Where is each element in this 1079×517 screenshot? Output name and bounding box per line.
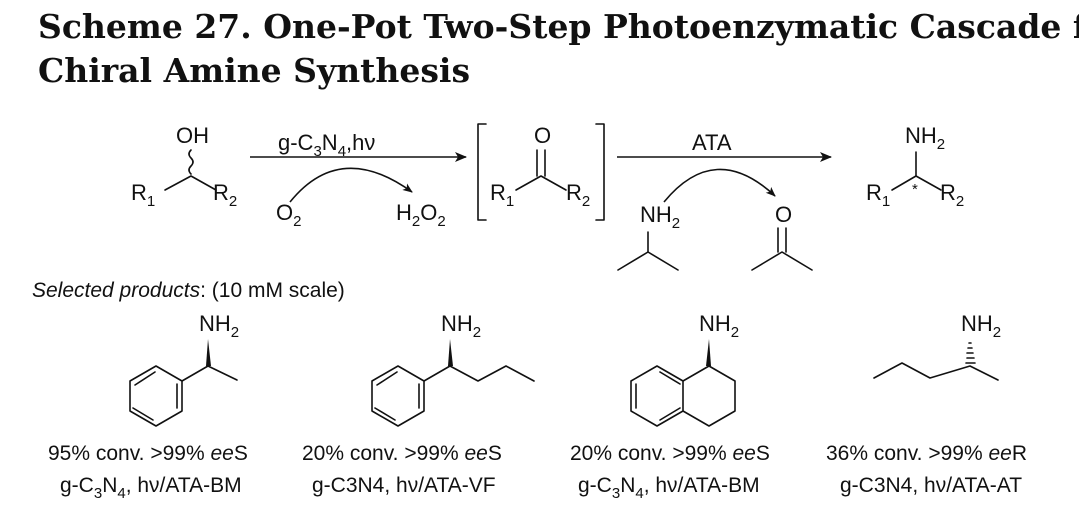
p1-conditions: g-C3N4, hν/ATA-BM: [60, 474, 242, 502]
chiral-amine-product: NH2 * R1 R2: [866, 123, 964, 210]
p2-benzene-ring: [371, 365, 425, 427]
caption-product-3: 20% conv. >99% eeS g-C3N4, hν/ATA-BM: [570, 442, 770, 502]
p2-wedge-bond: [448, 339, 453, 366]
p3-ring-db2: [659, 371, 681, 385]
p1-wedge-bond: [206, 339, 211, 366]
p3-ring-db3: [659, 407, 681, 421]
o2-label: O2: [276, 200, 301, 230]
product-1-structure: NH2: [129, 311, 239, 427]
step2-curved-arrow: [663, 168, 776, 203]
p1-ring-db2: [132, 407, 154, 421]
p1-methyl-bond: [207, 365, 238, 381]
caption-product-2: 20% conv. >99% eeS g-C3N4, hν/ATA-VF: [302, 442, 502, 497]
p3-wedge-bond: [706, 339, 711, 366]
amine-donor-nh2: NH2: [640, 202, 680, 232]
ketone-intermediate: O R1 R2: [477, 123, 605, 221]
p4-carbon-chain: [873, 362, 999, 381]
right-bracket: [595, 123, 605, 221]
p2-propyl-chain: [449, 365, 535, 382]
ketone-backbone: [515, 175, 567, 191]
ketone-r2-label: R2: [566, 180, 590, 210]
p2-nh2: NH2: [441, 311, 481, 341]
oh-label: OH: [176, 123, 209, 148]
product-nh2-label: NH2: [905, 123, 945, 153]
product-2-structure: NH2: [371, 311, 535, 427]
products-header: Selected products: (10 mM scale): [32, 279, 345, 302]
p1-nh2: NH2: [199, 311, 239, 341]
product-3-structure: NH2: [630, 311, 739, 427]
p4-conditions: g-C3N4, hν/ATA-AT: [840, 474, 1022, 497]
p3-result: 20% conv. >99% eeS: [570, 442, 770, 465]
scheme-title-line1: Scheme 27. One-Pot Two-Step Photoenzymat…: [38, 7, 1079, 46]
acetone-o-label: O: [775, 202, 792, 227]
ketone-r1-label: R1: [490, 180, 514, 210]
product-4-structure: NH2: [873, 311, 1001, 381]
ketone-o-label: O: [534, 123, 551, 148]
step1-reagent: g-C3N4,hν: [278, 130, 375, 160]
p2-conditions: g-C3N4, hν/ATA-VF: [312, 474, 496, 497]
wavy-bond: [188, 149, 194, 175]
product-r1-label: R1: [866, 180, 890, 210]
p3-conditions: g-C3N4, hν/ATA-BM: [578, 474, 760, 502]
p1-result: 95% conv. >99% eeS: [48, 442, 248, 465]
isopropyl-backbone: [617, 251, 679, 271]
p4-hashed-bond: [965, 342, 976, 364]
r2-label: R2: [213, 180, 237, 210]
product-r2-label: R2: [940, 180, 964, 210]
p4-result: 36% conv. >99% eeR: [826, 442, 1027, 465]
alcohol-backbone: [164, 175, 217, 191]
p1-benzene-ring: [129, 365, 183, 427]
step1-arrow: g-C3N4,hν O2 H2O2: [250, 130, 467, 230]
p4-nh2: NH2: [961, 311, 1001, 341]
p1-ring-db3: [134, 371, 156, 386]
scheme-title-line2: Chiral Amine Synthesis: [38, 51, 470, 90]
acetone-backbone: [751, 251, 813, 271]
p3-nh2: NH2: [699, 311, 739, 341]
r1-label: R1: [131, 180, 155, 210]
p1-ring-bond: [181, 365, 209, 382]
step2-arrow: ATA NH2 O: [617, 130, 832, 271]
step2-reagent: ATA: [692, 130, 732, 155]
p3-saturated-ring: [682, 365, 736, 427]
p2-ring-bond: [423, 365, 451, 382]
step1-curved-arrow: [289, 167, 413, 203]
caption-product-1: 95% conv. >99% eeS g-C3N4, hν/ATA-BM: [48, 442, 248, 502]
p2-ring-db3: [376, 371, 398, 386]
p3-benzene-ring: [630, 365, 684, 427]
p2-result: 20% conv. >99% eeS: [302, 442, 502, 465]
h2o2-label: H2O2: [396, 200, 446, 230]
p2-ring-db2: [374, 407, 396, 421]
stereocenter-mark: *: [912, 181, 918, 198]
product-backbone: [891, 175, 942, 191]
caption-product-4: 36% conv. >99% eeR g-C3N4, hν/ATA-AT: [826, 442, 1027, 497]
starting-alcohol: OH R1 R2: [131, 123, 237, 210]
left-bracket: [477, 123, 487, 221]
